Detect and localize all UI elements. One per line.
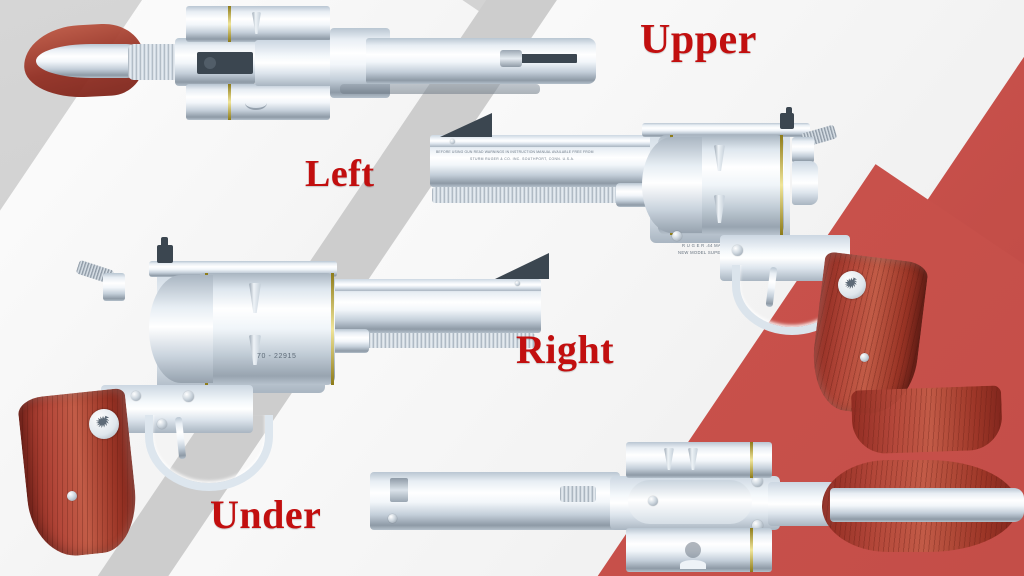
cylinder-flute-right-b (714, 195, 725, 223)
cylinder-gap-line-a (228, 6, 231, 42)
trigger-guard-left (145, 415, 273, 491)
cylinder-gap-under-a (750, 442, 753, 478)
rear-sight-blade-left (161, 237, 168, 249)
cylinder-left (197, 273, 335, 385)
model-mark-line-2: NEW MODEL SUPER BLACKHAWK (678, 250, 755, 255)
cylinder-gap-left-b (331, 273, 334, 385)
cylinder-pin-under (685, 542, 701, 558)
rear-sight-blade-top (519, 54, 577, 63)
loading-gate-right (792, 161, 818, 205)
frame-screw-left-a (183, 391, 194, 402)
rear-sight-blade-right (786, 107, 792, 119)
trigger-guard-under (628, 480, 752, 524)
muzzle-notch-under (390, 478, 408, 502)
cylinder-frame-arc-left (149, 275, 213, 383)
sight-screw-right-a (450, 139, 455, 144)
frame-screw-under-a (648, 496, 658, 506)
revolver-view-left: 70 - 22915 (16, 225, 605, 561)
revolver-view-under (360, 385, 1024, 576)
revolver-view-right: BEFORE USING GUN READ WARNINGS IN INSTRU… (420, 105, 930, 419)
revolver-view-upper (0, 0, 620, 140)
view-label-left: Left (305, 153, 375, 195)
grip-frame-strip-under (830, 488, 1024, 522)
front-sight-ramp-right (440, 113, 492, 137)
barrel-warning-line-2: STURM RUGER & CO. INC. SOUTHPORT, CONN. … (470, 157, 575, 161)
barrel-warning-line-1: BEFORE USING GUN READ WARNINGS IN INSTRU… (436, 150, 594, 154)
hammer-body-left (103, 273, 125, 301)
cylinder-gap-line-b (228, 84, 231, 120)
front-sight-ramp-left (495, 253, 549, 279)
barrel-rib-left (275, 279, 541, 291)
top-strap-right (642, 123, 810, 137)
frame-window-top (255, 40, 341, 86)
cylinder-frame-arc-right (642, 137, 702, 233)
cylinder-notch (245, 96, 267, 110)
grip-screw-left (67, 491, 77, 501)
cylinder-gap-under-b (750, 528, 753, 572)
frame-screw-under-b (752, 476, 763, 487)
ruger-eagle-medallion-right (838, 271, 866, 299)
hammer-body-right (792, 137, 814, 163)
frame-screw-left-b (131, 391, 141, 401)
frame-screw-right-b (672, 231, 682, 241)
view-label-right: Right (516, 327, 615, 372)
ejector-housing-shadow (340, 84, 540, 94)
barrel-rib-right (430, 135, 688, 147)
frame-screw-under-c (752, 520, 763, 531)
cylinder-rear-line-right (780, 135, 783, 235)
ejector-rod-left (345, 333, 535, 348)
grip-butt-wood-under (850, 385, 1004, 455)
model-mark-line-1: R U G E R .44 MAGNUM CAL. (682, 243, 747, 248)
cylinder-flute-under-a (664, 448, 674, 470)
frame-screw-right-a (732, 245, 743, 256)
cylinder-under-top (626, 442, 772, 478)
ruger-eagle-medallion-left (89, 409, 119, 439)
front-sight-base-top (500, 50, 522, 67)
view-label-under: Under (210, 492, 322, 537)
cylinder-flute-top-a (252, 12, 261, 34)
cylinder-flute-right-a (714, 145, 725, 171)
sight-screw-left (515, 281, 520, 286)
rear-sight-left (157, 245, 173, 263)
grip-frame-threads (128, 44, 180, 80)
cylinder-notch-under (680, 560, 706, 569)
view-label-upper: Upper (640, 17, 757, 63)
ejector-rod-right (432, 187, 628, 203)
barrel-screw-under (388, 514, 397, 523)
backstrap-top (36, 44, 146, 78)
hammer-pivot (204, 57, 216, 69)
serial-number-left: 70 - 22915 (257, 353, 297, 360)
grip-screw-right (860, 353, 869, 362)
cylinder-flute-under-b (688, 448, 698, 470)
ejector-rod-threads-under (560, 486, 596, 502)
